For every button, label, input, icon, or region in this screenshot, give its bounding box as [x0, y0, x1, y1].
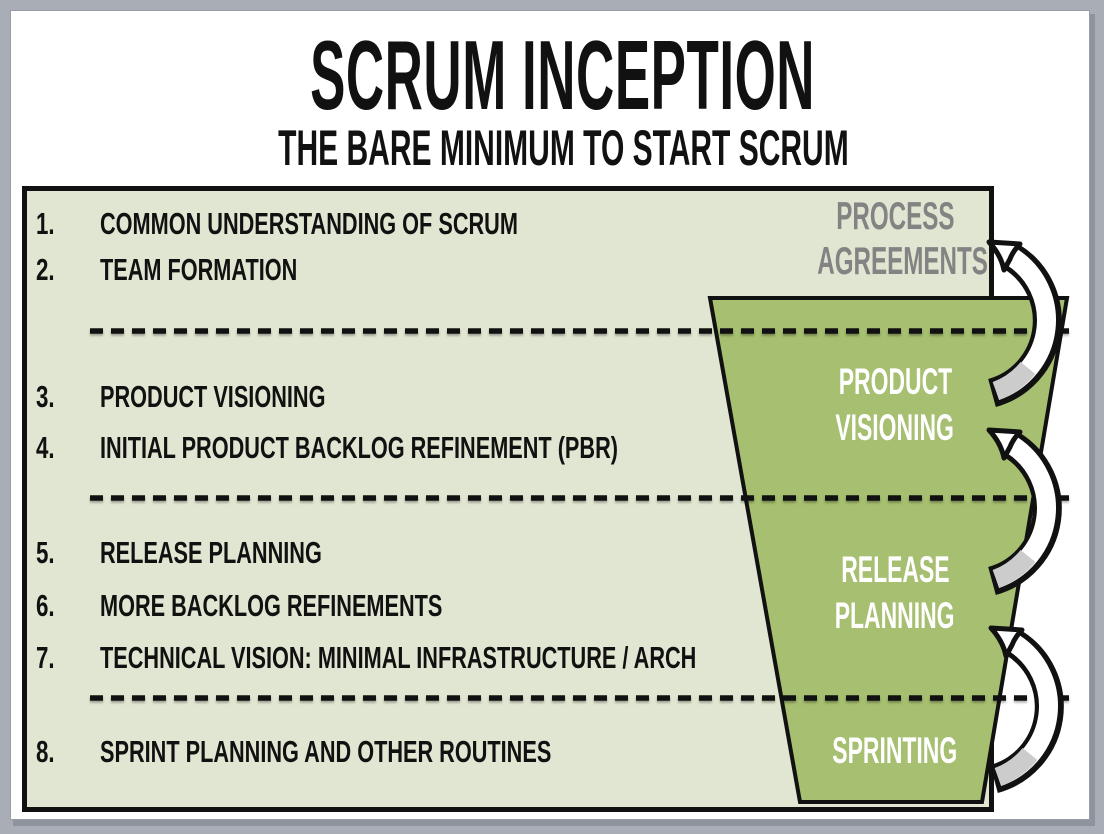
funnel-stage-label-planning: PLANNING [835, 595, 955, 636]
item-label: TECHNICAL VISION: MINIMAL INFRASTRUCTURE… [100, 640, 697, 675]
item-number: 1. [36, 206, 55, 241]
item-number: 8. [36, 734, 55, 769]
funnel-stage-label-release: RELEASE [840, 549, 950, 590]
page-title: SCRUM INCEPTION [11, 19, 1104, 131]
item-number: 7. [36, 640, 55, 675]
item-label: SPRINT PLANNING AND OTHER ROUTINES [100, 734, 552, 769]
page-subtitle: THE BARE MINIMUM TO START SCRUM [11, 123, 1104, 173]
funnel-stage-label-process: PROCESS [835, 195, 955, 238]
funnel-stage-label-agreements: AGREEMENTS [817, 240, 988, 283]
funnel-stage-label-visioning: VISIONING [835, 407, 955, 448]
funnel-stage-label-product: PRODUCT [838, 361, 952, 402]
item-label: MORE BACKLOG REFINEMENTS [100, 588, 443, 623]
item-number: 6. [36, 588, 55, 623]
page-subtitle-text: THE BARE MINIMUM TO START SCRUM [277, 120, 849, 176]
item-number: 4. [36, 430, 55, 465]
item-number: 2. [36, 252, 55, 287]
item-number: 3. [36, 379, 55, 414]
funnel-stage-label-sprinting: SPRINTING [832, 730, 958, 771]
item-number: 5. [36, 535, 55, 570]
page-title-text: SCRUM INCEPTION [310, 20, 816, 130]
item-label: TEAM FORMATION [100, 252, 298, 287]
item-label: COMMON UNDERSTANDING OF SCRUM [100, 206, 518, 241]
item-label: INITIAL PRODUCT BACKLOG REFINEMENT (PBR) [100, 430, 618, 465]
item-label: RELEASE PLANNING [100, 535, 322, 570]
item-label: PRODUCT VISIONING [100, 379, 326, 414]
